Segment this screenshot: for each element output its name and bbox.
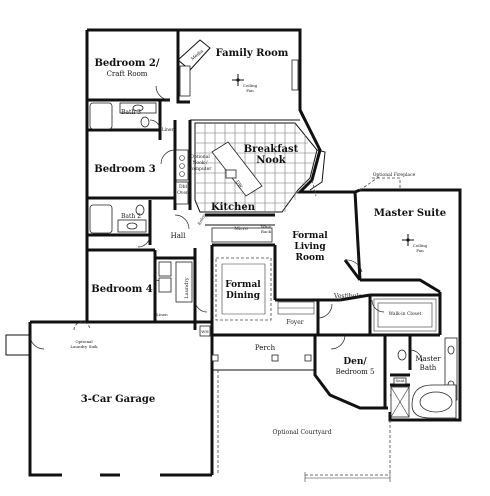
label-perch: Perch: [255, 344, 276, 352]
label-hall: Hall: [171, 232, 187, 240]
kitchen-island: [211, 141, 263, 197]
label-den: Den/: [343, 357, 367, 367]
ceiling-fan-icon: [402, 234, 414, 246]
note-ceiling-fan-2a: Ceiling: [413, 243, 428, 248]
note-ceiling-fan-1a: Ceiling: [243, 83, 258, 88]
label-bath2: Bath 2: [121, 213, 141, 220]
label-formal-dining-2: Dining: [226, 291, 261, 301]
note-ceiling-fan-2b: Fan: [416, 248, 424, 253]
note-optional-nook-3: Computer: [189, 166, 213, 172]
label-master-suite: Master Suite: [374, 208, 446, 219]
label-laundry: Laundry: [184, 277, 190, 298]
label-formal-dining-1: Formal: [225, 280, 261, 290]
closet-shelves: [373, 298, 437, 332]
note-wh: WH: [201, 329, 209, 334]
note-pantry-1: Dbl: [179, 184, 187, 190]
note-seat: Seat: [395, 378, 404, 383]
note-wine-2: Rack: [261, 229, 272, 234]
ceiling-fan-icon: [232, 74, 244, 86]
label-courtyard: Optional Courtyard: [273, 429, 332, 436]
label-bedroom3: Bedroom 3: [94, 164, 155, 175]
label-den-sub: Bedroom 5: [336, 368, 375, 376]
label-formal-living-3: Room: [295, 253, 324, 263]
note-optional-laundry-1: Optional: [75, 339, 93, 344]
interior-walls: [87, 30, 442, 408]
doors: [137, 85, 423, 406]
label-breakfast-nook-2: Nook: [256, 155, 286, 166]
label-bath3: Bath 3: [121, 109, 141, 116]
label-foyer: Foyer: [286, 319, 303, 326]
label-formal-living-1: Formal: [292, 231, 328, 241]
note-ceiling-fan-1b: Fan: [246, 88, 254, 93]
label-walk-in-closet: Walk-in Closet: [389, 311, 422, 317]
nook-tile-floor: [194, 122, 318, 213]
label-vestibule: Vestibule: [333, 293, 362, 300]
note-optional-laundry-2: Laundry Sink: [70, 344, 98, 349]
laundry-appliances: [158, 261, 193, 303]
porch-courtyard: [211, 333, 391, 482]
note-optional-nook-2: Nook /: [192, 160, 208, 166]
label-bedroom2-sub: Craft Room: [107, 70, 148, 78]
label-kitchen: Kitchen: [211, 202, 256, 213]
label-family-room: Family Room: [216, 48, 289, 59]
note-refrig: Refrig: [196, 212, 207, 226]
note-optional-nook-1: Optional: [190, 154, 210, 160]
note-wine-1: Wine: [261, 224, 272, 229]
bath3-fixtures: [89, 102, 157, 130]
note-micro: Micro: [234, 226, 248, 232]
label-master-bath-1: Master: [415, 355, 441, 363]
label-garage: 3-Car Garage: [81, 394, 155, 405]
label-bedroom2: Bedroom 2/: [94, 58, 159, 69]
label-bedroom4: Bedroom 4: [91, 284, 152, 295]
note-linen: Linen: [162, 127, 175, 133]
note-media: Media: [190, 48, 205, 62]
label-formal-living-2: Living: [294, 242, 326, 252]
kitchen-counter: [175, 149, 189, 205]
label-breakfast-nook-1: Breakfast: [244, 144, 299, 155]
note-pantry-2: Oven: [177, 190, 189, 196]
closet-outlines: [215, 257, 315, 321]
note-linen-2: Linen: [156, 312, 168, 317]
note-dw: DW: [234, 179, 244, 189]
bath2-fixtures: [89, 204, 147, 234]
master-bath-fixtures: [390, 337, 458, 419]
label-master-bath-2: Bath: [420, 364, 437, 372]
note-optional-fireplace: Optional Fireplace: [373, 172, 416, 178]
